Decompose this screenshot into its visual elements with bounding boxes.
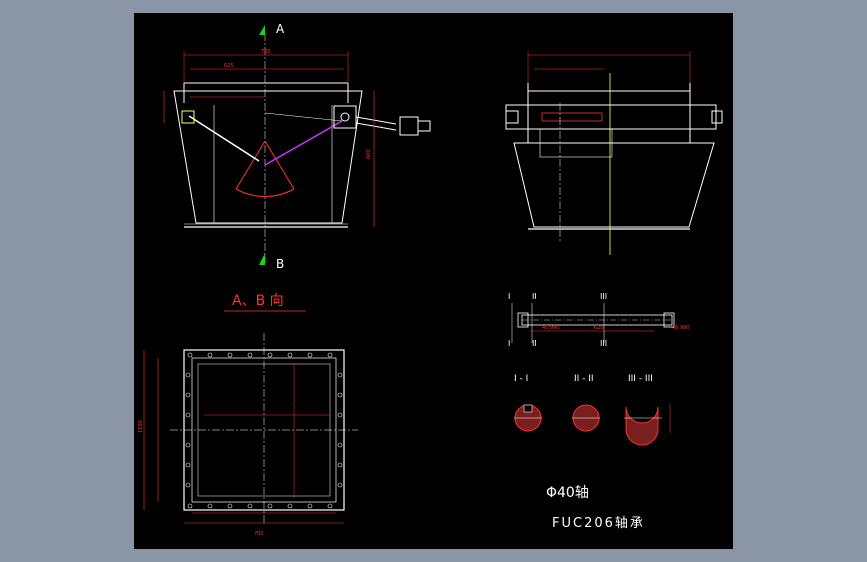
section-title-3: III - III — [628, 374, 653, 384]
sec-mark-1-top: I — [508, 292, 510, 301]
note-bearing: FUC206轴承 — [552, 516, 645, 531]
section-title-1: I - I — [514, 374, 528, 384]
drawing-canvas: 700 625 600 A B A、B 向 — [134, 13, 733, 549]
view-label-b: B — [276, 257, 284, 271]
dim-side: 1100 — [138, 420, 144, 433]
note-shaft: Φ40轴 — [546, 485, 589, 501]
cross-sections: I - I II - II III - III — [514, 374, 671, 446]
view-label-a: A — [276, 22, 285, 36]
section-title-2: II - II — [574, 374, 594, 384]
dim-top-width: 700 — [261, 49, 271, 55]
dim-shaft-l2: 45.990 — [672, 325, 690, 331]
dim-height-right: 600 — [366, 149, 372, 159]
shaft-detail: 45.990 45.990 620 I II III I II III — [508, 292, 690, 348]
dim-shaft-mid: 620 — [594, 325, 604, 331]
dim-top-inner: 625 — [224, 63, 234, 69]
plan-view: 700 1100 — [138, 333, 358, 537]
side-elevation — [505, 51, 723, 255]
sec-mark-2-top: II — [532, 292, 537, 301]
sec-mark-3-top: III — [600, 292, 607, 301]
arrow-a-icon — [259, 25, 265, 35]
ab-view-caption: A、B 向 — [232, 293, 284, 309]
sec-mark-3-bottom: III — [600, 339, 607, 348]
arrow-b-icon — [259, 253, 265, 265]
dim-bottom-width: 700 — [254, 531, 264, 537]
cad-drawing: 700 625 600 A B A、B 向 — [138, 22, 723, 537]
sec-mark-2-bottom: II — [532, 339, 537, 348]
front-elevation: 700 625 600 A B — [163, 22, 431, 271]
dim-shaft-l1: 45.990 — [542, 325, 560, 331]
sec-mark-1-bottom: I — [508, 339, 510, 348]
